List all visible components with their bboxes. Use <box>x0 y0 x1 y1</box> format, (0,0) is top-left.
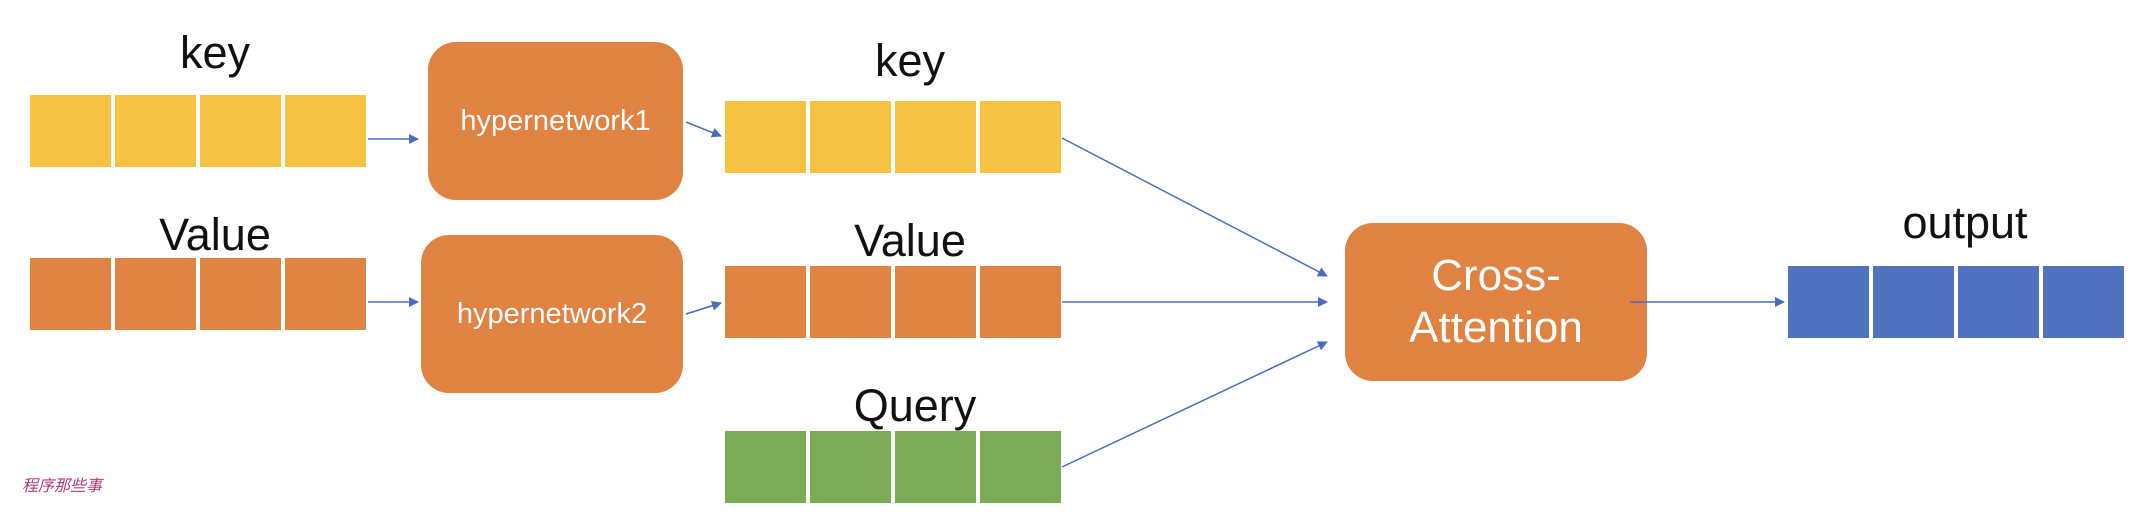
input-key-cell <box>200 95 281 167</box>
input-value-cell <box>285 258 366 330</box>
input-value-label: Value <box>159 209 271 260</box>
input-key-cell <box>285 95 366 167</box>
transformed-value-vector <box>725 266 1061 338</box>
input-key-cell <box>30 95 111 167</box>
input-key-cell <box>115 95 196 167</box>
input-value-cell <box>30 258 111 330</box>
input-value-cell <box>200 258 281 330</box>
query-cell <box>895 431 976 503</box>
query-cell <box>810 431 891 503</box>
transformed-key-cell <box>980 101 1061 173</box>
transformed-value-cell <box>810 266 891 338</box>
hypernetwork1-to-key-arrow <box>685 121 722 138</box>
hypernetwork2-to-value-arrow <box>685 300 722 315</box>
transformed-value-cell <box>895 266 976 338</box>
transformed-value-cell <box>725 266 806 338</box>
query-cell <box>725 431 806 503</box>
output-label: output <box>1902 197 2028 248</box>
key-to-attention-arrow <box>1061 137 1328 277</box>
transformed-key-cell <box>725 101 806 173</box>
query-to-attention-arrow <box>1061 341 1328 468</box>
query-cell <box>980 431 1061 503</box>
input-value-vector <box>30 258 366 330</box>
query-label: Query <box>853 380 977 431</box>
input-key-vector <box>30 95 366 167</box>
transformed-key-cell <box>895 101 976 173</box>
output-vector <box>1788 266 2124 338</box>
output-cell <box>1873 266 1954 338</box>
input-key-label: key <box>179 27 251 78</box>
hypernetwork2-block: hypernetwork2 <box>421 235 683 393</box>
watermark-text: 程序那些事 <box>22 476 103 495</box>
transformed-value-cell <box>980 266 1061 338</box>
cross-attention-block: Cross- Attention <box>1345 223 1647 381</box>
query-vector <box>725 431 1061 503</box>
transformed-key-vector <box>725 101 1061 173</box>
transformed-key-cell <box>810 101 891 173</box>
output-cell <box>2043 266 2124 338</box>
transformed-value-label: Value <box>854 215 966 266</box>
transformed-key-label: key <box>874 35 946 86</box>
output-cell <box>1788 266 1869 338</box>
output-cell <box>1958 266 2039 338</box>
hypernetwork1-block: hypernetwork1 <box>428 42 683 200</box>
input-value-cell <box>115 258 196 330</box>
